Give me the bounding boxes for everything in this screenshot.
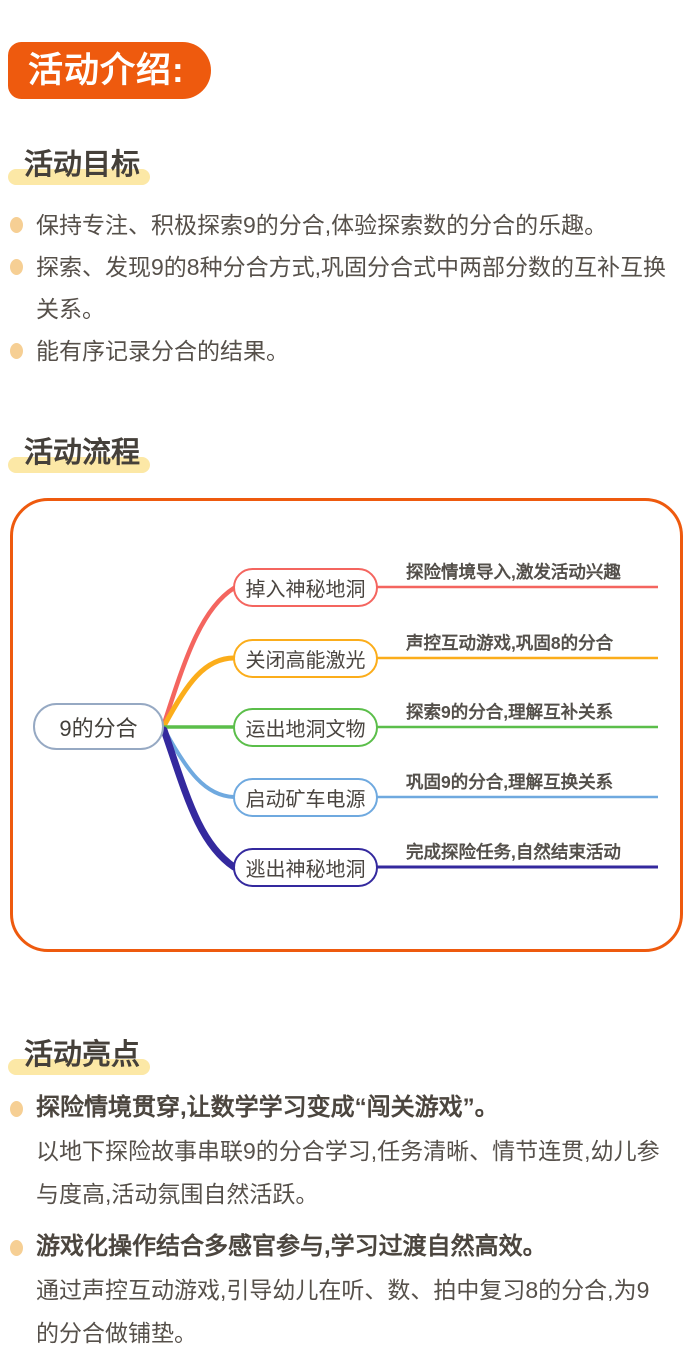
goal-text: 能有序记录分合的结果。	[36, 338, 289, 364]
node-label: 运出地洞文物	[245, 719, 366, 741]
mindmap-note-1: 探险情境导入,激发活动兴趣	[406, 562, 621, 582]
page-title: 活动介绍:	[28, 51, 185, 90]
goals-heading-highlight	[8, 169, 151, 185]
highlight-title: 探险情境贯穿,让数学学习变成“闯关游戏”。	[36, 1094, 499, 1121]
goal-text: 保持专注、积极探索9的分合,体验探索数的分合的乐趣。	[36, 212, 608, 238]
goal-text: 探索、发现9的8种分合方式,巩固分合式中两部分数的互补互换关系。	[36, 254, 666, 322]
mindmap-root-node: 9的分合	[33, 703, 164, 750]
node-label: 关闭高能激光	[245, 650, 366, 672]
highlights-heading: 活动亮点	[8, 1031, 151, 1075]
mindmap-node-2: 关闭高能激光	[233, 639, 378, 678]
bullet-dot-icon	[10, 217, 23, 233]
highlight-item: 探险情境贯穿,让数学学习变成“闯关游戏”。 以地下探险故事串联9的分合学习,任务…	[36, 1086, 665, 1216]
list-item: 游戏化操作结合多感官参与,学习过渡自然高效。 通过声控互动游戏,引导幼儿在听、数…	[10, 1225, 665, 1355]
bullet-dot-icon	[10, 343, 23, 359]
bullet-dot-icon	[10, 1101, 23, 1117]
flow-heading: 活动流程	[8, 429, 151, 473]
mindmap-note-5: 完成探险任务,自然结束活动	[406, 842, 621, 862]
list-item: 探索、发现9的8种分合方式,巩固分合式中两部分数的互补互换关系。	[10, 246, 672, 330]
mindmap-node-4: 启动矿车电源	[233, 778, 378, 817]
list-item: 能有序记录分合的结果。	[10, 330, 672, 372]
mindmap-connectors	[160, 585, 658, 871]
mindmap-node-1: 掉入神秘地洞	[233, 568, 378, 607]
mindmap-node-3: 运出地洞文物	[233, 708, 378, 747]
flow-heading-highlight	[8, 457, 151, 473]
node-label: 掉入神秘地洞	[245, 579, 366, 601]
page-title-badge: 活动介绍:	[8, 42, 211, 99]
node-label: 启动矿车电源	[245, 789, 366, 811]
bullet-dot-icon	[10, 259, 23, 275]
goals-heading: 活动目标	[8, 141, 151, 185]
highlights-list: 探险情境贯穿,让数学学习变成“闯关游戏”。 以地下探险故事串联9的分合学习,任务…	[10, 1086, 665, 1364]
highlights-heading-highlight	[8, 1059, 151, 1075]
root-node-label: 9的分合	[59, 715, 138, 741]
node-label: 逃出神秘地洞	[245, 859, 366, 881]
flow-container: 9的分合 掉入神秘地洞 关闭高能激光 运出地洞文物 启动矿车电源 逃出神秘地洞 …	[10, 498, 683, 952]
highlight-body: 以地下探险故事串联9的分合学习,任务清晰、情节连贯,幼儿参与度高,活动氛围自然活…	[36, 1138, 660, 1207]
highlight-item: 游戏化操作结合多感官参与,学习过渡自然高效。 通过声控互动游戏,引导幼儿在听、数…	[36, 1225, 665, 1355]
list-item: 保持专注、积极探索9的分合,体验探索数的分合的乐趣。	[10, 204, 672, 246]
goals-list: 保持专注、积极探索9的分合,体验探索数的分合的乐趣。 探索、发现9的8种分合方式…	[10, 204, 672, 372]
mindmap-node-5: 逃出神秘地洞	[233, 848, 378, 887]
mindmap-note-4: 巩固9的分合,理解互换关系	[406, 772, 614, 792]
mindmap-note-2: 声控互动游戏,巩固8的分合	[406, 633, 614, 653]
highlight-body: 通过声控互动游戏,引导幼儿在听、数、拍中复习8的分合,为9的分合做铺垫。	[36, 1277, 650, 1346]
highlight-title: 游戏化操作结合多感官参与,学习过渡自然高效。	[36, 1233, 547, 1260]
bullet-dot-icon	[10, 1240, 23, 1256]
mindmap-note-3: 探索9的分合,理解互补关系	[406, 702, 614, 722]
list-item: 探险情境贯穿,让数学学习变成“闯关游戏”。 以地下探险故事串联9的分合学习,任务…	[10, 1086, 665, 1216]
